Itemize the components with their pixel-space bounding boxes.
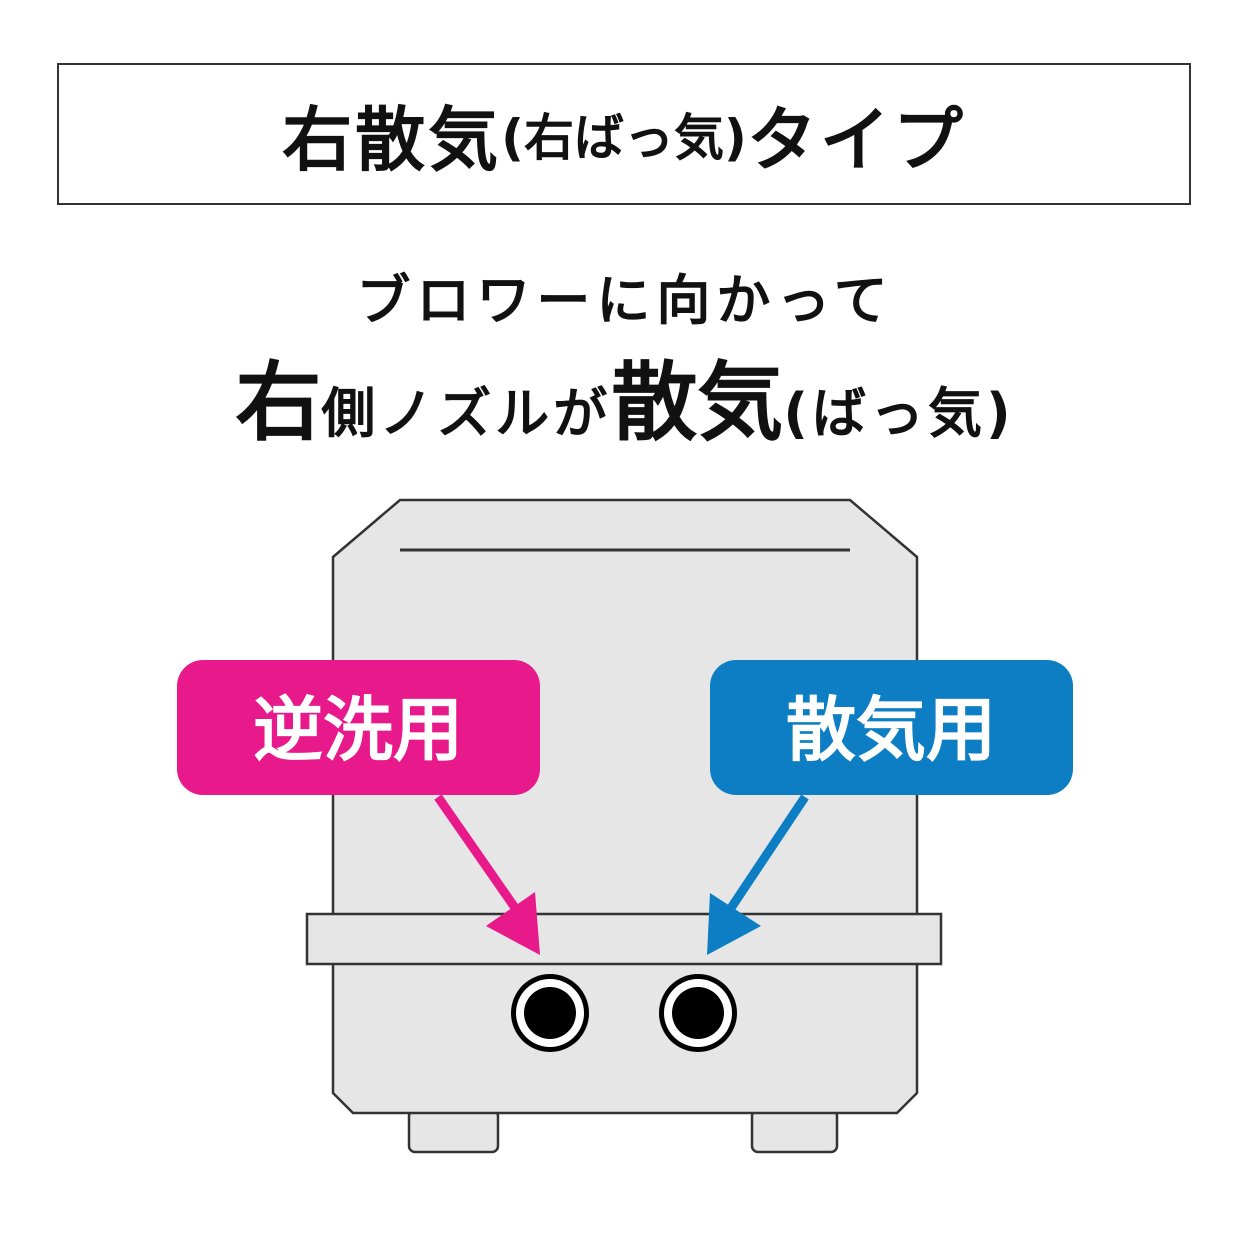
- subtitle-line2: 右側ノズルが散気(ばっ気): [0, 332, 1250, 457]
- title-box: 右散気(右ばっ気)タイプ: [57, 63, 1191, 205]
- title-paren: (右ばっ気): [501, 109, 747, 167]
- subtitle-nozzle: 側ノズルが: [321, 382, 612, 445]
- title-main-prefix: 右散気: [282, 98, 502, 181]
- arrow-backwash: [434, 794, 540, 955]
- label-aeration-box: [710, 660, 1073, 795]
- subtitle-line1: ブロワーに向かって: [356, 269, 894, 332]
- blower-foot-left: [407, 1108, 500, 1154]
- label-aeration: 散気用: [786, 689, 996, 771]
- arrow-aeration: [707, 794, 809, 955]
- blower-body: [331, 498, 919, 1115]
- label-backwash-box: [177, 660, 540, 795]
- subtitle-right: 右: [235, 353, 322, 453]
- nozzle-backwash: [511, 974, 589, 1052]
- blower-foot-right: [750, 1108, 839, 1154]
- title-main-suffix: タイプ: [746, 98, 966, 181]
- label-backwash: 逆洗用: [253, 689, 463, 771]
- nozzle-aeration: [659, 974, 737, 1052]
- blower-band: [305, 912, 943, 966]
- subtitle-aeration-reading: (ばっ気): [783, 382, 1015, 445]
- subtitle-aeration: 散気: [611, 353, 784, 453]
